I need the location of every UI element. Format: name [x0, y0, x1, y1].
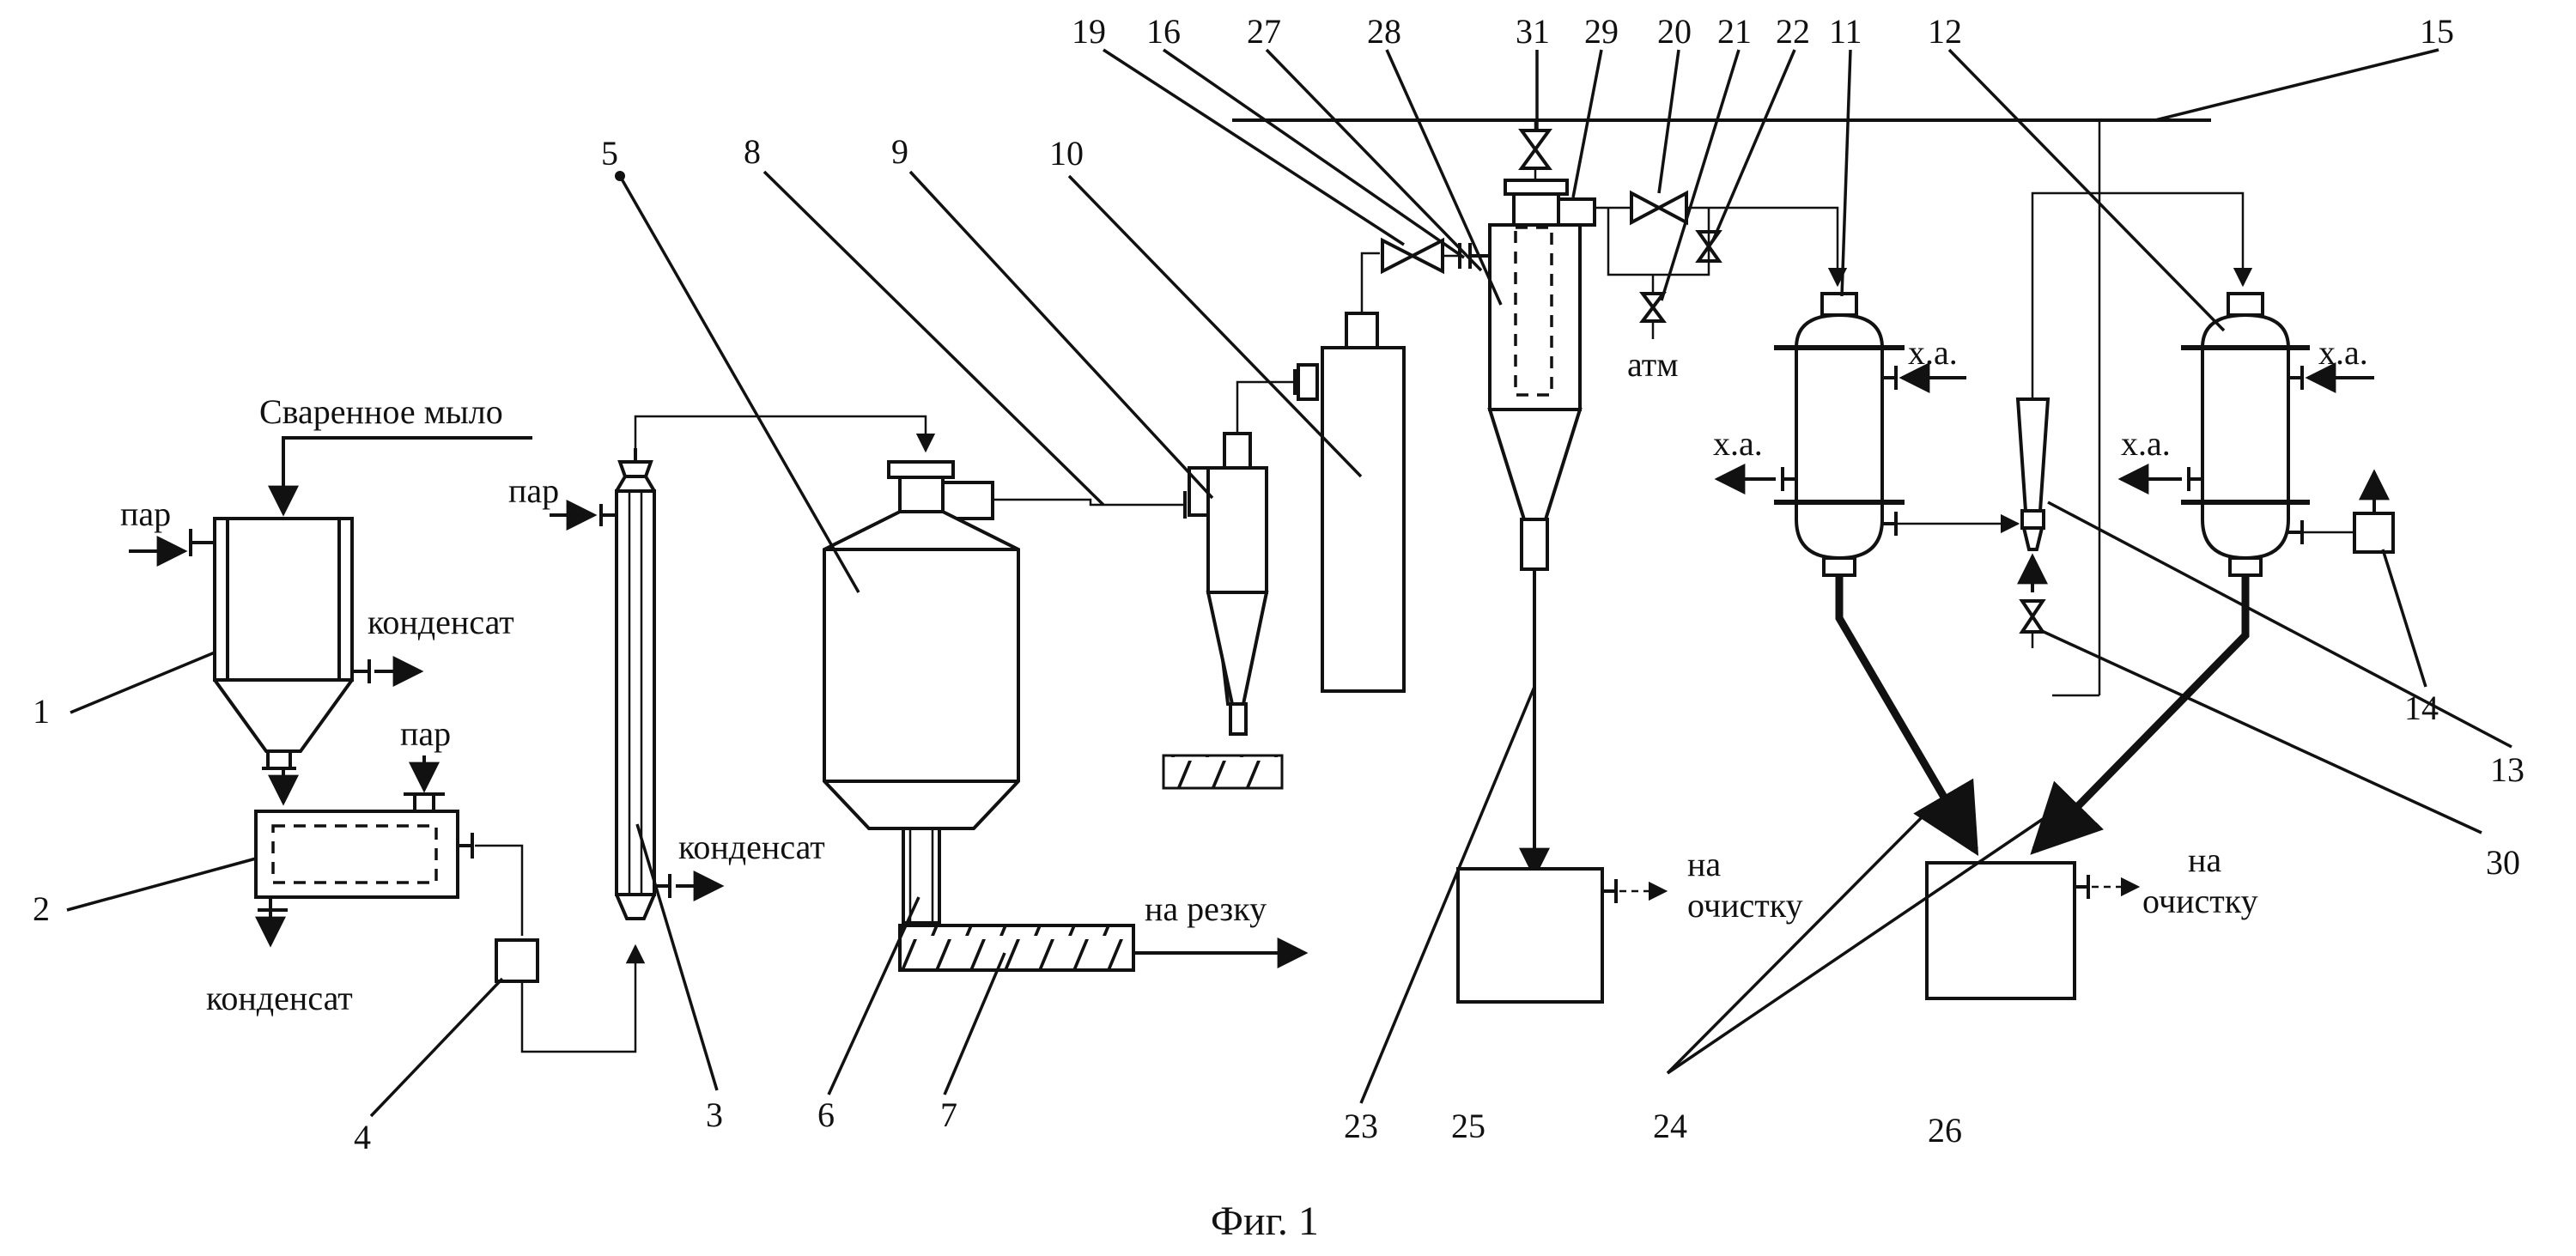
soap-feed-line — [268, 436, 532, 517]
collector-26 — [1925, 861, 2090, 1000]
label-soap: Сваренное мыло — [259, 392, 503, 431]
valve-19 — [1381, 237, 1444, 275]
num-23: 23 — [1344, 1107, 1378, 1145]
valve-20 — [1630, 190, 1688, 226]
label-to-cleaning-25a: на — [1687, 845, 1721, 883]
label-to-cutting: на резку — [1145, 889, 1267, 928]
num-22: 22 — [1776, 12, 1810, 51]
tube-heater-3 — [599, 448, 671, 920]
num-24: 24 — [1653, 1107, 1687, 1145]
valve-21 — [1639, 292, 1667, 323]
label-to-cleaning-26b: очистку — [2142, 882, 2258, 920]
label-steam-3: пар — [508, 471, 559, 510]
label-condensate-1: конденсат — [368, 603, 514, 641]
num-1: 1 — [33, 692, 50, 731]
num-5: 5 — [601, 134, 618, 173]
num-10: 10 — [1049, 134, 1084, 173]
num-16: 16 — [1146, 12, 1181, 51]
num-14: 14 — [2404, 689, 2439, 727]
leader-lines — [66, 48, 2512, 1118]
num-4: 4 — [354, 1118, 371, 1156]
vacuum-chamber-5 — [823, 460, 1020, 830]
label-cold-agent-4: х.а. — [2121, 424, 2171, 463]
num-27: 27 — [1247, 12, 1281, 51]
label-atm: атм — [1627, 345, 1679, 384]
num-8: 8 — [744, 132, 761, 171]
lock-6 — [902, 827, 941, 925]
num-21: 21 — [1717, 12, 1752, 51]
num-13: 13 — [2490, 750, 2524, 789]
valve-31 — [1518, 129, 1552, 170]
num-9: 9 — [891, 132, 908, 171]
num-28: 28 — [1367, 12, 1401, 51]
cyclone-9 — [1188, 432, 1269, 736]
condenser-11 — [1774, 292, 1905, 577]
label-to-cleaning-26a: на — [2188, 840, 2221, 879]
num-19: 19 — [1072, 12, 1106, 51]
label-cold-agent-1: х.а. — [1908, 333, 1958, 372]
label-cold-agent-2: х.а. — [1713, 424, 1763, 463]
num-12: 12 — [1928, 12, 1962, 51]
ejector-13 — [2015, 397, 2050, 551]
num-2: 2 — [33, 889, 50, 928]
valve-30 — [2019, 599, 2046, 634]
position-numbers: 1 2 3 4 5 6 7 8 9 10 11 12 13 14 15 16 1… — [33, 12, 2524, 1156]
label-to-cleaning-25b: очистку — [1687, 886, 1803, 925]
heater-2 — [254, 792, 474, 912]
screw-conveyor-9 — [1162, 754, 1284, 790]
num-25: 25 — [1451, 1107, 1485, 1145]
label-condensate-3: конденсат — [678, 828, 825, 866]
num-3: 3 — [706, 1095, 723, 1134]
num-26: 26 — [1928, 1111, 1962, 1150]
num-7: 7 — [940, 1095, 957, 1134]
num-20: 20 — [1657, 12, 1692, 51]
label-condensate-2: конденсат — [206, 979, 353, 1017]
pump-14 — [2353, 512, 2395, 554]
num-30: 30 — [2486, 843, 2520, 882]
condenser-12 — [2181, 292, 2310, 577]
figure-caption: Фиг. 1 — [1211, 1198, 1319, 1244]
label-steam-1: пар — [120, 495, 171, 533]
num-11: 11 — [1829, 12, 1862, 51]
filter-10 — [1297, 312, 1406, 693]
num-6: 6 — [817, 1095, 835, 1134]
label-steam-2: пар — [400, 714, 451, 753]
num-29: 29 — [1584, 12, 1619, 51]
heater-1 — [189, 517, 371, 770]
label-cold-agent-3: х.а. — [2318, 333, 2368, 372]
ejector-28 — [1468, 179, 1596, 571]
screw-extruder-7 — [898, 924, 1135, 972]
collector-25 — [1456, 867, 1618, 1004]
num-31: 31 — [1516, 12, 1550, 51]
num-15: 15 — [2420, 12, 2454, 51]
pump-4 — [495, 938, 539, 983]
